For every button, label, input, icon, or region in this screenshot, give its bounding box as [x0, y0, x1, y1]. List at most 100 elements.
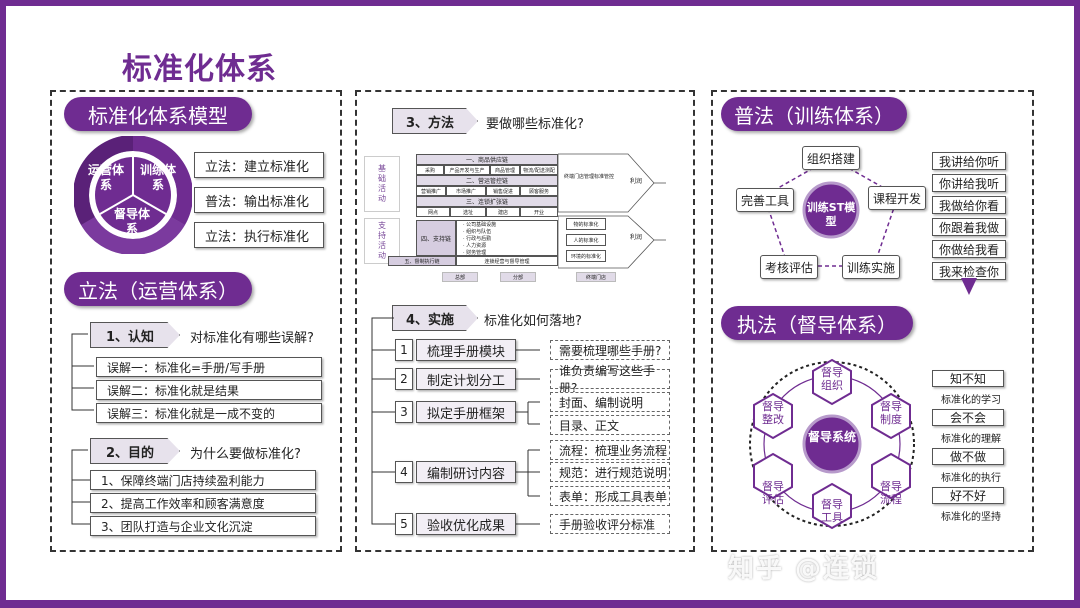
step1-tag: 1、认知 [90, 322, 180, 348]
chain-bottom-3: 终端门店 [576, 272, 616, 282]
side-label-basic: 基础活动 [364, 156, 400, 212]
training-list-3: 我做给你看 [932, 196, 1006, 214]
step2-tag-label: 2、目的 [105, 445, 155, 461]
support-item-2: · 组织与队伍 [463, 229, 492, 235]
cycle-label-supervision: 督导体系 [113, 207, 150, 236]
impl-step-4-detail-2: 规范：进行规范说明 [550, 462, 670, 482]
step2-tag: 2、目的 [90, 438, 180, 464]
chain-row-3-cell-2: 选址 [450, 207, 486, 217]
chain-row-1: 一、商品供应链 [416, 154, 558, 165]
step1-item-1: 误解一：标准化=手册/写手册 [96, 357, 322, 377]
model-title-pill: 标准化体系模型 [64, 97, 252, 131]
training-list-2: 你讲给我听 [932, 174, 1006, 192]
impl-step-3-detail-2: 目录、正文 [550, 415, 670, 435]
chain-side-item-2: 人的标准化 [566, 234, 606, 246]
cycle-label-operation: 运营体系 [87, 163, 124, 192]
chain-row-3-cell-1: 网点 [416, 207, 450, 217]
watermark: 知乎 @连锁 [728, 554, 880, 584]
impl-step-2-detail-1: 谁负责编写这些手册? [550, 364, 670, 395]
step4-tag: 4、实施 [392, 305, 478, 331]
step2-item-2: 2、提高工作效率和顾客满意度 [90, 493, 316, 513]
training-node-tools: 完善工具 [736, 188, 794, 212]
supervision-node-system: 督导制度 [880, 400, 902, 426]
step1-item-3: 误解三：标准化就是一成不变的 [96, 403, 322, 423]
supervision-node-evaluate: 督导评估 [762, 480, 784, 506]
step3-tag-label: 3、方法 [405, 115, 455, 131]
chain-row-5: 五、督制执行链 [388, 256, 456, 266]
supervision-center-label: 督导系统 [808, 430, 857, 444]
side-label-basic-text: 基础活动 [378, 164, 386, 203]
cycle-diagram [74, 136, 192, 254]
support-item-4: · 人力资源 [463, 243, 487, 249]
chain-row-1-cell-4: 物流/配送测配 [520, 165, 558, 175]
supervision-list-4-box: 好不好 [932, 487, 1004, 504]
supervision-node-rectify: 督导整改 [762, 400, 784, 426]
impl-step-5-label: 验收优化成果 [416, 513, 516, 535]
step4-tag-label: 4、实施 [405, 312, 455, 328]
supervision-ring-diagram [749, 358, 915, 530]
page-title: 标准化体系 [122, 52, 277, 87]
supervision-list-1-text: 标准化的学习 [941, 395, 1001, 406]
impl-step-5-num: 5 [395, 513, 413, 535]
impl-step-4-detail-1: 流程：梳理业务流程 [550, 440, 670, 460]
chain-row-5-text: 连锁经营与督导管理 [456, 256, 558, 266]
supervision-title-pill: 执法（督导体系） [721, 306, 913, 340]
chain-row-1-cell-2: 产品开发与生产 [444, 165, 490, 175]
impl-step-1-detail-1: 需要梳理哪些手册? [550, 340, 670, 360]
chain-row-3-cell-4: 开业 [520, 207, 558, 217]
side-label-support: 支持活动 [364, 218, 400, 264]
chain-row-3-cell-3: 建店 [486, 207, 520, 217]
chain-profit-2: 利润 [630, 234, 643, 241]
impl-step-4-label: 编制研讨内容 [416, 461, 516, 483]
step1-tag-label: 1、认知 [105, 329, 155, 345]
training-list-4: 你跟着我做 [932, 218, 1006, 236]
training-node-organize: 组织搭建 [802, 146, 860, 170]
supervision-list-1-box: 知不知 [932, 370, 1004, 387]
step3-tag: 3、方法 [392, 108, 478, 134]
supervision-node-organization: 督导组织 [821, 366, 843, 392]
chain-row-3: 三、连锁扩张链 [416, 196, 558, 207]
step4-question: 标准化如何落地? [484, 314, 582, 329]
impl-step-1-num: 1 [395, 339, 413, 361]
impl-step-1-label: 梳理手册模块 [416, 339, 516, 361]
chain-row-2-cell-4: 顾客服务 [520, 186, 558, 196]
step2-question: 为什么要做标准化? [190, 447, 301, 462]
training-node-implement: 训练实施 [842, 255, 900, 279]
chain-row-2: 二、营运管控链 [416, 175, 558, 186]
chain-side-item-1: 物的标准化 [566, 218, 606, 230]
step1-item-2: 误解二：标准化就是结果 [96, 380, 322, 400]
training-list-1: 我讲给你听 [932, 152, 1006, 170]
chain-profit-1: 利润 [630, 178, 643, 185]
legislation-title-pill: 立法（运营体系） [64, 272, 252, 306]
chain-bottom-1: 总部 [442, 272, 478, 282]
cycle-box-execute: 立法：执行标准化 [194, 222, 324, 248]
training-center-label: 训练ST模型 [806, 201, 856, 228]
support-item-3: · 行政与后勤 [463, 236, 492, 242]
cycle-label-training: 训练体系 [139, 163, 176, 192]
side-label-support-text: 支持活动 [378, 221, 386, 260]
supervision-list-2-text: 标准化的理解 [941, 434, 1001, 445]
supervision-list-3-text: 标准化的执行 [941, 473, 1001, 484]
support-item-5: · 财务管理 [463, 250, 487, 256]
step2-item-3: 3、团队打造与企业文化沉淀 [90, 516, 316, 536]
cycle-box-establish: 立法：建立标准化 [194, 152, 324, 178]
step3-question: 要做哪些标准化? [486, 117, 584, 132]
supervision-node-tools: 督导工具 [821, 498, 843, 524]
supervision-node-process: 督导流程 [880, 480, 902, 506]
training-title-pill: 普法（训练体系） [721, 97, 907, 131]
supervision-list-3-box: 做不做 [932, 448, 1004, 465]
impl-step-3-label: 拟定手册框架 [416, 401, 516, 423]
chain-row-1-cell-1: 采购 [416, 165, 444, 175]
impl-step-2-num: 2 [395, 368, 413, 390]
chain-side-item-3: 环境的标准化 [566, 250, 606, 262]
chain-row-2-cell-3: 销售促进 [486, 186, 520, 196]
impl-step-3-detail-1: 封面、编制说明 [550, 392, 670, 412]
chain-row-2-cell-1: 营销推广 [416, 186, 446, 196]
cycle-box-output: 普法：输出标准化 [194, 187, 324, 213]
supervision-list-4-text: 标准化的坚持 [941, 512, 1001, 523]
step2-item-1: 1、保障终端门店持续盈利能力 [90, 470, 316, 490]
chain-terminal: 终端门店管理标准管控 [564, 174, 615, 180]
step1-connector [71, 333, 94, 411]
value-chain-diagram: 基础活动 支持活动 一、商品供应链 采购 产品开发与生产 商品管理 物流/配送测… [364, 148, 666, 284]
